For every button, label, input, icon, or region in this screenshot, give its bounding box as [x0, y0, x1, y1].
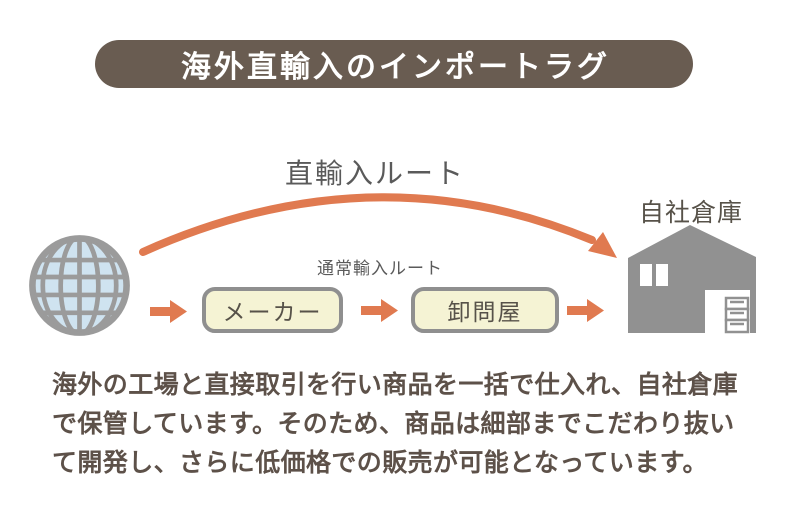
description-line: で保管しています。そのため、商品は細部までこだわり抜い — [52, 410, 735, 438]
page-title: 海外直輸入のインポートラグ — [181, 51, 610, 84]
right-arrow-icon — [361, 299, 398, 322]
maker-box: メーカー — [202, 287, 343, 333]
warehouse-label: 自社倉庫 — [638, 199, 743, 227]
description-line: て開発し、さらに低価格での販売が可能となっています。 — [52, 449, 708, 477]
wholesaler-label: 卸問屋 — [447, 299, 523, 325]
description-text: 海外の工場と直接取引を行い商品を一括で仕入れ、自社倉庫 で保管しています。そのた… — [52, 366, 752, 483]
wholesaler-box: 卸問屋 — [411, 287, 559, 333]
warehouse-icon — [628, 225, 756, 334]
maker-label: メーカー — [222, 299, 323, 325]
normal-route-label: 通常輸入ルート — [317, 259, 443, 278]
right-arrow-icon — [567, 299, 604, 322]
header-banner: 海外直輸入のインポートラグ — [95, 40, 693, 88]
direct-route-curved-arrow-icon — [139, 193, 617, 258]
description-line: 海外の工場と直接取引を行い商品を一括で仕入れ、自社倉庫 — [52, 371, 739, 399]
direct-route-label: 直輸入ルート — [284, 158, 465, 189]
right-arrow-icon — [150, 300, 187, 323]
globe-icon — [29, 235, 130, 336]
